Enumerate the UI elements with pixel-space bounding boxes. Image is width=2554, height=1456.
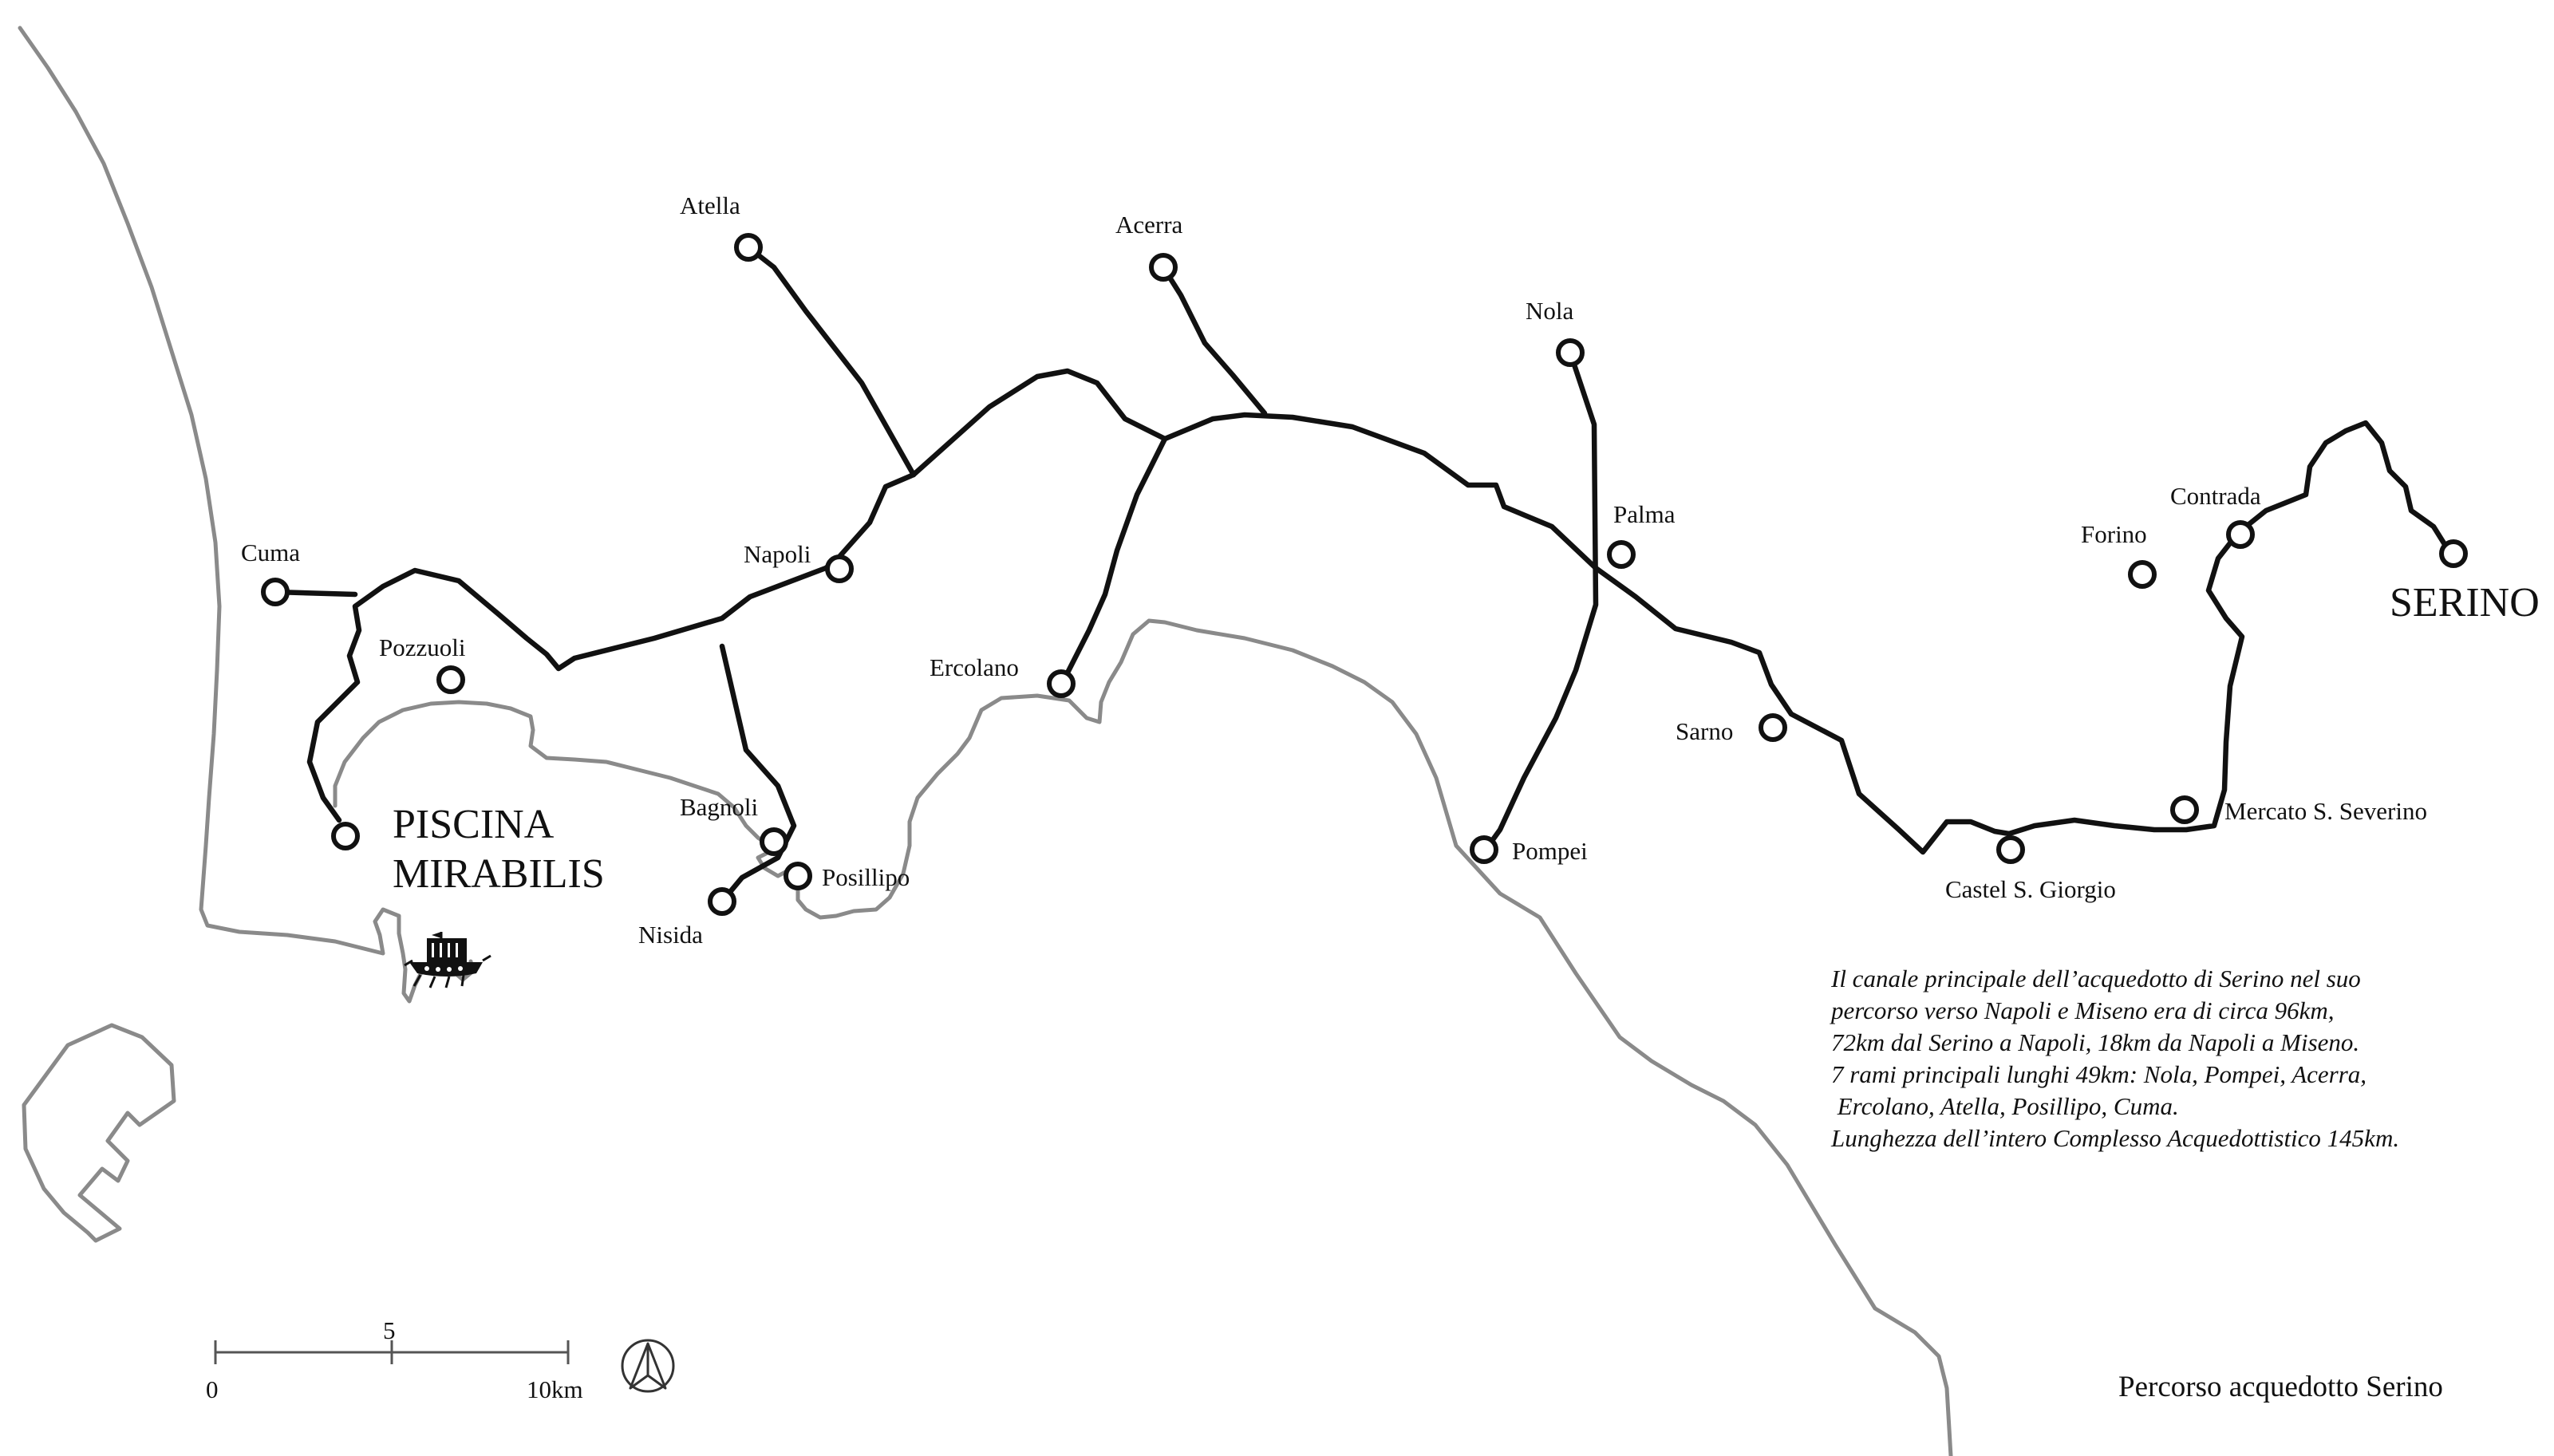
- station-contrada: [2226, 520, 2255, 549]
- aqueduct-main-canal: [306, 368, 2453, 855]
- aqueduct-layer: [272, 244, 2453, 905]
- label-mirabilis: MIRABILIS: [393, 851, 605, 897]
- station-atella: [734, 233, 763, 262]
- station-pompei: [1470, 835, 1498, 864]
- note-line-1: Il canale principale dell’acquedotto di …: [1830, 965, 2361, 992]
- station-castel: [1996, 835, 2025, 864]
- station-sarno: [1759, 713, 1787, 742]
- station-palma: [1607, 540, 1636, 569]
- station-napoli: [825, 554, 854, 583]
- scale-label-mid: 5: [383, 1316, 396, 1344]
- scale-label-zero: 0: [206, 1375, 219, 1403]
- ship-icon: [404, 932, 491, 988]
- station-nisida: [708, 887, 736, 916]
- label-acerra: Acerra: [1115, 211, 1183, 239]
- note-line-6: Lunghezza dell’intero Complesso Acquedot…: [1830, 1124, 2399, 1152]
- coastline-peninsula: [22, 1023, 176, 1243]
- station-serino: [2439, 539, 2468, 568]
- label-pompei: Pompei: [1512, 837, 1588, 865]
- station-bagnoli: [760, 827, 788, 856]
- label-pozzuoli: Pozzuoli: [379, 633, 466, 661]
- station-markers: [261, 233, 2468, 916]
- label-nisida: Nisida: [638, 921, 703, 949]
- coastline-gulf: [333, 618, 1953, 1456]
- label-atella: Atella: [680, 191, 740, 219]
- scale-bar: 0 5 10km: [206, 1316, 583, 1403]
- aqueduct-branch-ercolano: [1060, 436, 1168, 685]
- aqueduct-branch-atella: [745, 244, 917, 478]
- label-bagnoli: Bagnoli: [680, 793, 759, 821]
- aqueduct-branch-acerra: [1160, 264, 1268, 416]
- place-labels: Atella Acerra Nola Palma Forino Contrada…: [241, 191, 2540, 949]
- label-piscina: PISCINA: [393, 802, 555, 847]
- note-line-4: 7 rami principali lunghi 49km: Nola, Pom…: [1831, 1060, 2366, 1088]
- label-cuma: Cuma: [241, 539, 300, 566]
- station-piscina-mirabilis: [331, 822, 360, 850]
- aqueduct-branch-nola-pompei: [1482, 349, 1599, 853]
- station-nola: [1556, 338, 1585, 367]
- note-line-3: 72km dal Serino a Napoli, 18km da Napoli…: [1831, 1028, 2359, 1056]
- station-mercato: [2170, 795, 2199, 824]
- station-pozzuoli: [436, 665, 465, 694]
- note-line-5: Ercolano, Atella, Posillipo, Cuma.: [1831, 1092, 2179, 1120]
- coastline-main: [18, 26, 475, 1004]
- note-line-2: percorso verso Napoli e Miseno era di ci…: [1830, 996, 2335, 1024]
- station-ercolano: [1047, 669, 1076, 698]
- north-arrow-icon: [621, 1339, 675, 1393]
- coastline-layer: [18, 26, 1953, 1456]
- label-contrada: Contrada: [2170, 482, 2261, 510]
- label-napoli: Napoli: [744, 540, 811, 568]
- label-palma: Palma: [1613, 500, 1676, 528]
- label-ercolano: Ercolano: [930, 653, 1019, 681]
- station-posillipo: [784, 862, 812, 890]
- scale-label-end: 10km: [527, 1375, 583, 1403]
- map-title: Percorso acquedotto Serino: [2118, 1371, 2443, 1403]
- label-nola: Nola: [1526, 297, 1574, 325]
- station-acerra: [1149, 253, 1178, 282]
- label-castel: Castel S. Giorgio: [1945, 875, 2116, 903]
- station-cuma: [261, 578, 290, 606]
- label-posillipo: Posillipo: [822, 863, 910, 891]
- label-forino: Forino: [2081, 520, 2147, 548]
- label-sarno: Sarno: [1676, 717, 1733, 745]
- aqueduct-branch-posillipo: [719, 643, 797, 905]
- label-serino: SERINO: [2390, 580, 2540, 625]
- station-forino: [2128, 560, 2157, 589]
- route-note: Il canale principale dell’acquedotto di …: [1830, 965, 2399, 1152]
- label-mercato: Mercato S. Severino: [2224, 797, 2427, 825]
